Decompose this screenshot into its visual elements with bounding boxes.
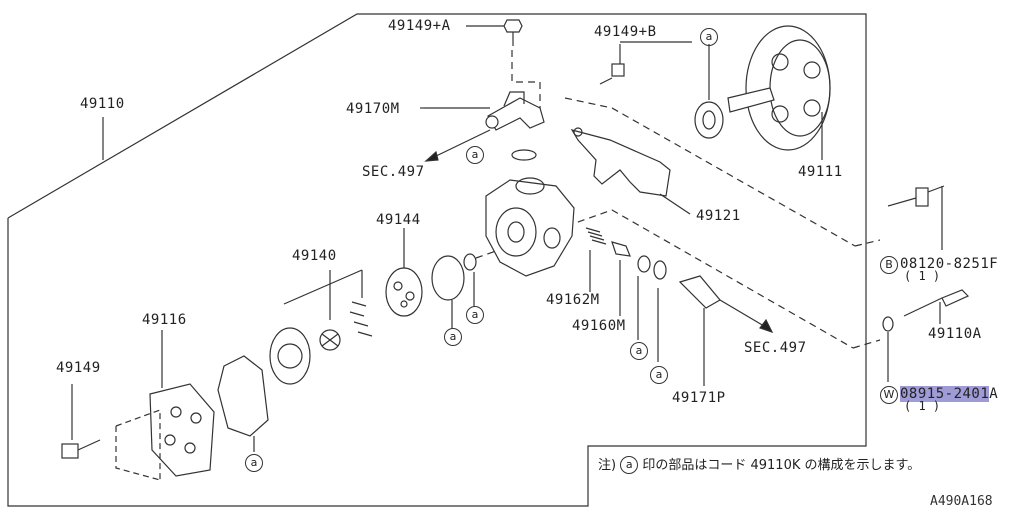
label-49171p: 49171P — [672, 390, 726, 406]
footnote-text: 印の部品はコード 49110K の構成を示します。 — [642, 458, 921, 473]
label-49110: 49110 — [80, 96, 125, 112]
label-49144: 49144 — [376, 212, 421, 228]
marker-a-oring-fitting: a — [650, 366, 668, 384]
footnote-marker: a — [620, 456, 639, 474]
label-49149-a: 49149+A — [388, 18, 451, 34]
label-49160m: 49160M — [572, 318, 626, 334]
label-49110a: 49110A — [928, 326, 982, 342]
marker-a-gasket: a — [245, 454, 263, 472]
label-49111: 49111 — [798, 164, 843, 180]
label-08915-suffix: A — [989, 386, 999, 402]
label-49149: 49149 — [56, 360, 101, 376]
figure-id: A490A168 — [930, 494, 993, 509]
marker-a-pulley: a — [700, 28, 718, 46]
label-49140: 49140 — [292, 248, 337, 264]
qty-08120: ( 1 ) — [904, 269, 941, 283]
label-08120-8251f: 08120-8251F — [900, 256, 999, 272]
label-49162m: 49162M — [546, 292, 600, 308]
label-sec497-right: SEC.497 — [744, 340, 807, 356]
assembly-outline — [7, 13, 867, 507]
qty-08915: ( 1 ) — [904, 399, 941, 413]
label-49121: 49121 — [696, 208, 741, 224]
label-sec497-top: SEC.497 — [362, 164, 425, 180]
label-49170m: 49170M — [346, 101, 400, 117]
footnote: 注) a 印の部品はコード 49110K の構成を示します。 — [598, 454, 920, 475]
footnote-prefix: 注) — [598, 458, 617, 473]
marker-w: W — [880, 386, 898, 404]
marker-a-oring-large: a — [444, 328, 462, 346]
label-08915-2401-highlight[interactable]: 08915-2401 — [900, 386, 990, 402]
label-08915-2401a: 08915-2401A — [900, 386, 998, 402]
marker-a-oring-small: a — [466, 306, 484, 324]
marker-a-oring-valve: a — [630, 342, 648, 360]
marker-b: B — [880, 256, 898, 274]
marker-a-oring-top: a — [466, 146, 484, 164]
label-49116: 49116 — [142, 312, 187, 328]
label-49149-b: 49149+B — [594, 24, 657, 40]
